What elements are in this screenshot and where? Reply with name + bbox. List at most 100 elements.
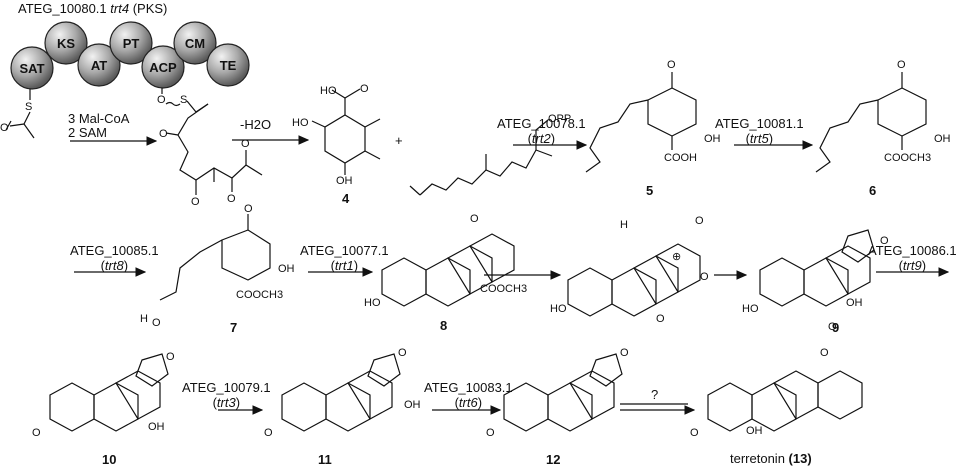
pks-locus: ATEG_10080.1 [18,1,107,16]
atom-ho: HO [742,303,759,315]
compound-12-number: 12 [546,452,561,467]
domain-label: PT [123,36,140,51]
domain-label: CM [185,36,205,51]
pks-domain-labels: SAT KS AT PT ACP CM TE [19,36,236,76]
atom-o: O [656,313,665,325]
atom-o: O [241,138,250,150]
reaction-arrows [70,135,950,415]
domain-acp [141,45,185,89]
atom-o: O [159,128,168,140]
atom-o: O [360,83,369,95]
compound-8-structure [381,233,515,307]
compound-13-number: (13) [788,451,812,466]
compound-5-number: 5 [646,183,654,198]
polyketide-chain [165,103,263,195]
atom-opp: OPP [548,113,572,125]
atom-ho: HO [320,85,337,97]
pks-class: (PKS) [132,1,168,16]
domain-label: KS [57,36,75,51]
group-cooch3: COOCH3 [236,289,284,301]
atom-oh: OH [336,175,353,187]
domain-label: SAT [19,61,44,76]
reagent-sam: 2 SAM [68,125,108,140]
compound-4-structure [311,88,381,175]
atom-o: O [470,213,479,225]
domain-pt [109,21,153,65]
atom-o: O [690,427,699,439]
atom-o: O [667,59,676,71]
compound-5-structure [585,72,697,173]
enzyme-label-trt8: ATEG_10085.1 (trt8) [70,243,159,273]
atom-o: O [700,271,709,283]
atom-o: O [880,235,889,247]
group-cooh: COOH [664,152,697,164]
domain-label: AT [91,58,107,73]
atom-o: O [244,203,253,215]
atom-o: O [227,193,236,205]
pks-domains [10,21,250,90]
compound-13-structure [707,370,863,432]
domain-label: TE [220,58,237,73]
atom-oh: OH [704,133,721,145]
compound-10-number: 10 [102,452,117,467]
atom-h: H [140,313,148,325]
compound-13-name: terretonin [730,451,785,466]
compound-7-number: 7 [230,320,238,335]
compound-9-structure [759,229,875,307]
pks-gene: trt4 [110,1,130,16]
enzyme-label-trt3: ATEG_10079.1 (trt3) [182,380,271,410]
atom-ho: HO [364,297,381,309]
reagent-water-loss: -H2O [240,117,272,132]
compound-4-number: 4 [342,191,350,206]
domain-label: ACP [149,60,177,75]
atom-oh: OH [846,297,863,309]
atom-ho: HO [550,303,567,315]
domain-at [77,43,121,87]
reagent-malonyl-coa: 3 Mal-CoA [68,111,130,126]
enzyme-label-trt1: ATEG_10077.1 (trt1) [300,243,389,273]
atom-oh: OH [148,421,165,433]
compound-13-label: terretonin (13) [730,451,812,466]
atom-oh: OH [934,133,951,145]
compound-10-structure [49,353,169,432]
group-cooch3: COOCH3 [884,152,932,164]
compound-7-structure [159,214,271,301]
enzyme-label-trt9: ATEG_10086.1 (trt9) [868,243,957,273]
atom-h: H [620,219,628,231]
enzyme-label-trt2: ATEG_10078.1 (trt2) [497,116,586,146]
plus-sign: + [395,133,403,148]
atom-s: S [180,94,188,106]
atom-o: O [820,347,829,359]
domain-sat [10,46,54,90]
domain-te [206,43,250,87]
atom-o: O [152,317,161,329]
atom-o: O [398,347,407,359]
compound-8-number: 8 [440,318,448,333]
atom-o: O [828,321,837,333]
carbocation-charge: ⊕ [672,251,682,263]
unknown-step-label: ? [651,387,659,402]
atom-o: O [695,215,704,227]
enzyme-label-trt6: ATEG_10083.1 (trt6) [424,380,513,410]
atom-o: O [264,427,273,439]
atom-o: O [486,427,495,439]
compound-carbocation-structure [567,243,701,317]
group-cooch3: COOCH3 [480,283,528,295]
domain-ks [44,21,88,65]
enzyme-label-trt5: ATEG_10081.1 (trt5) [715,116,804,146]
compound-11-structure [281,353,401,432]
atom-o: O [897,59,906,71]
atom-o: O [620,347,629,359]
farnesyl-chain [409,119,553,196]
atom-o: O [32,427,41,439]
atom-o: O [157,94,166,106]
atom-o: O [166,351,175,363]
domain-cm [173,21,217,65]
compound-9-number: 9 [832,320,840,335]
atom-oh: OH [404,399,421,411]
atom-o: O [0,122,9,134]
compound-11-number: 11 [318,452,332,467]
atom-oh: OH [278,263,295,275]
atom-o: O [191,196,200,208]
